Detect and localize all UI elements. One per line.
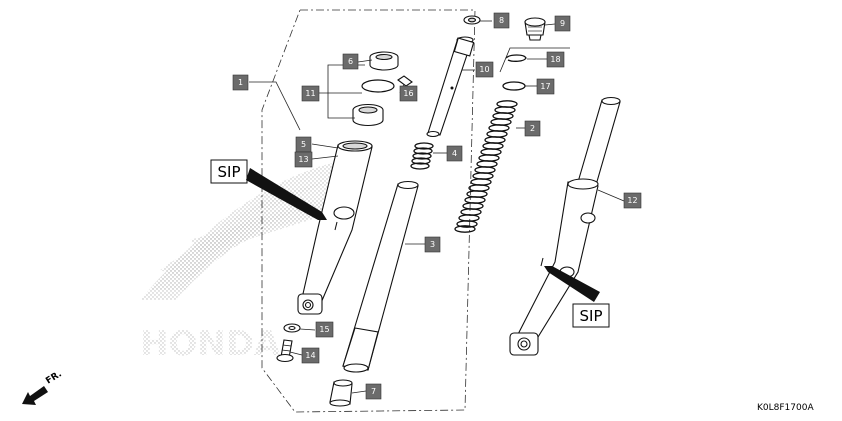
svg-text:6: 6 [348,57,353,66]
sealing-washer [283,323,301,333]
sip-callout-right: SIP [544,266,610,328]
svg-text:8: 8 [499,16,504,25]
back-up-ring [397,75,413,87]
callout-10: 10 [475,61,494,78]
svg-text:13: 13 [298,155,308,164]
front-direction-indicator: FR. [22,369,64,405]
callout-16: 16 [399,85,418,102]
callout-4: 4 [446,145,463,162]
clip-bracket [499,47,570,73]
stopper-ring [361,79,395,93]
sip-label-right: SIP [580,307,603,325]
callout-3: 3 [424,236,441,253]
svg-text:3: 3 [430,240,435,249]
socket-bolt [276,339,294,363]
callout-13: 13 [294,151,313,168]
svg-text:18: 18 [550,55,560,64]
callout-8: 8 [493,12,510,29]
callout-6: 6 [342,53,359,70]
oil-lock-piece [329,379,353,407]
svg-text:4: 4 [452,149,457,158]
oil-seal [352,103,384,127]
fork-bolt [524,17,546,41]
svg-text:5: 5 [301,140,306,149]
sip-label-left: SIP [218,163,241,181]
fork-spring [454,100,518,233]
diagram-code: K0L8F1700A [757,403,814,413]
callout-17: 17 [536,78,555,95]
dust-seal [369,51,399,71]
callout-18: 18 [546,51,565,68]
callout-5: 5 [295,136,312,153]
svg-text:15: 15 [319,325,329,334]
leader-lines [249,20,625,394]
svg-text:17: 17 [540,82,550,91]
callout-9: 9 [554,15,571,32]
assembly-outline [261,9,476,413]
svg-text:10: 10 [479,65,489,74]
svg-text:11: 11 [305,89,315,98]
callout-12: 12 [623,192,642,209]
front-arrow-icon [22,386,48,405]
svg-text:2: 2 [530,124,535,133]
svg-text:14: 14 [305,351,315,360]
svg-text:9: 9 [560,19,565,28]
fr-label: FR. [44,369,63,386]
callout-7: 7 [365,383,382,400]
o-ring [502,81,526,91]
svg-text:16: 16 [403,89,413,98]
svg-text:1: 1 [238,78,243,87]
sip-callout-left: SIP [210,159,327,220]
inner-tube [342,180,419,373]
callout-1: 1 [232,74,249,91]
svg-text:7: 7 [371,387,376,396]
fork-piston [426,36,475,138]
callout-14: 14 [301,347,320,364]
svg-text:12: 12 [627,196,637,205]
callout-15: 15 [315,321,334,338]
rebound-spring [410,142,434,170]
callout-11: 11 [301,85,320,102]
right-fork-assembly [509,96,621,356]
lock-nut [463,15,481,25]
honda-wing-watermark: HONDA [140,160,370,364]
outer-tube-left [297,140,373,315]
callout-2: 2 [524,120,541,137]
stopper-clip [505,54,527,62]
watermark-text: HONDA [140,324,281,364]
